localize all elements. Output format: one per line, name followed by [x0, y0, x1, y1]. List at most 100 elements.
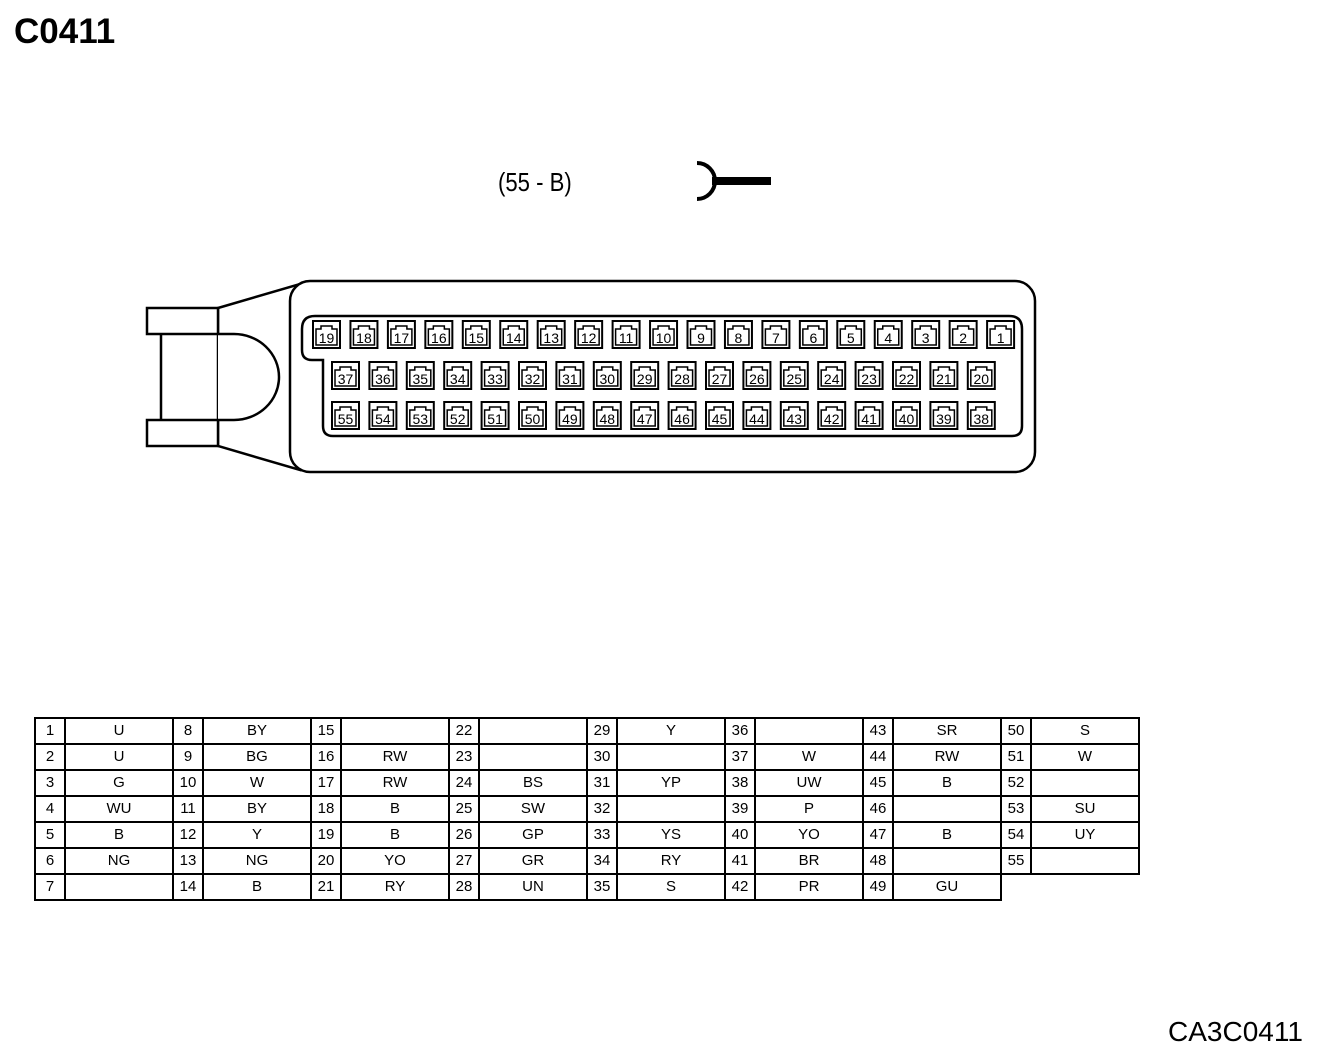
pin-number-cell: 47	[862, 821, 894, 849]
pin-number: 11	[619, 330, 634, 346]
pin-number-cell: 55	[1000, 847, 1032, 875]
wire-colour-cell: YP	[616, 769, 726, 797]
pin-number-cell: 33	[586, 821, 618, 849]
pin-number: 16	[431, 330, 447, 346]
wire-colour-cell: BS	[478, 769, 588, 797]
pin-number: 33	[487, 371, 503, 387]
connector-pin: 30	[592, 361, 622, 390]
wire-colour-cell: YO	[754, 821, 864, 849]
wire-colour-cell: SW	[478, 795, 588, 823]
wire-colour-cell	[754, 717, 864, 745]
pin-number-cell: 21	[310, 873, 342, 901]
connector-pin: 7	[761, 320, 791, 349]
connector-pin: 28	[667, 361, 697, 390]
pin-number-cell: 11	[172, 795, 204, 823]
connector-pin: 1	[986, 320, 1016, 349]
pin-number-cell: 51	[1000, 743, 1032, 771]
wire-colour-cell: B	[892, 821, 1002, 849]
wire-colour-cell: U	[64, 717, 174, 745]
pin-number: 31	[562, 371, 578, 387]
connector-pin: 24	[817, 361, 847, 390]
connector-pin: 8	[723, 320, 753, 349]
wire-colour-cell: RW	[892, 743, 1002, 771]
connector-pin: 2	[948, 320, 978, 349]
wire-colour-cell: BY	[202, 795, 312, 823]
connector-pin: 33	[480, 361, 510, 390]
pin-number: 4	[884, 330, 892, 346]
wire-colour-cell: Y	[616, 717, 726, 745]
pin-number-cell: 12	[172, 821, 204, 849]
pin-number: 2	[959, 330, 967, 346]
wire-colour-cell	[616, 795, 726, 823]
pin-number-cell: 43	[862, 717, 894, 745]
connector-pin: 3	[911, 320, 941, 349]
wire-colour-cell	[340, 717, 450, 745]
connector-pin: 23	[854, 361, 884, 390]
pin-number: 32	[525, 371, 541, 387]
wire-colour-cell: B	[892, 769, 1002, 797]
connector-pin: 9	[686, 320, 716, 349]
pin-number: 17	[394, 330, 410, 346]
pin-number: 26	[749, 371, 765, 387]
connector-pin: 38	[966, 401, 996, 430]
connector-pin: 31	[555, 361, 585, 390]
pin-number-cell: 38	[724, 769, 756, 797]
pin-number: 41	[861, 411, 877, 427]
pin-number: 9	[697, 330, 705, 346]
pin-number-cell: 1	[34, 717, 66, 745]
connector-pin: 39	[929, 401, 959, 430]
pin-number: 38	[974, 411, 990, 427]
pin-number: 54	[375, 411, 391, 427]
connector-pin: 16	[424, 320, 454, 349]
connector-pin: 52	[443, 401, 473, 430]
table-empty-cell	[1001, 874, 1031, 900]
connector-pin: 4	[873, 320, 903, 349]
pin-number-cell: 2	[34, 743, 66, 771]
wire-colour-cell: B	[340, 795, 450, 823]
pin-number: 55	[338, 411, 354, 427]
connector-pin: 21	[929, 361, 959, 390]
connector-pin: 10	[649, 320, 679, 349]
pin-number-cell: 10	[172, 769, 204, 797]
connector-pin: 49	[555, 401, 585, 430]
connector-pin: 18	[349, 320, 379, 349]
pin-number: 3	[922, 330, 930, 346]
wire-colour-cell: RW	[340, 743, 450, 771]
wire-colour-cell: UN	[478, 873, 588, 901]
pin-number-cell: 23	[448, 743, 480, 771]
pin-number: 50	[525, 411, 541, 427]
connector-pin: 6	[798, 320, 828, 349]
wire-colour-cell: W	[202, 769, 312, 797]
connector-pin: 11	[611, 320, 641, 349]
connector-pin: 53	[405, 401, 435, 430]
reference-code: CA3C0411	[1168, 1016, 1303, 1047]
pin-number-cell: 8	[172, 717, 204, 745]
wire-colour-cell: NG	[202, 847, 312, 875]
pin-number-cell: 30	[586, 743, 618, 771]
pin-number-cell: 37	[724, 743, 756, 771]
pin-number-cell: 13	[172, 847, 204, 875]
pin-number-cell: 16	[310, 743, 342, 771]
connector-pin: 12	[574, 320, 604, 349]
pin-number: 35	[413, 371, 429, 387]
pin-number-cell: 6	[34, 847, 66, 875]
pin-number: 36	[375, 371, 391, 387]
connector-pin: 34	[443, 361, 473, 390]
connector-pin: 51	[480, 401, 510, 430]
wire-colour-cell: B	[340, 821, 450, 849]
wire-colour-cell: GR	[478, 847, 588, 875]
connector-title: C0411	[14, 12, 116, 51]
pin-number: 20	[974, 371, 990, 387]
wire-colour-cell	[1030, 769, 1140, 797]
pin-number: 52	[450, 411, 466, 427]
pin-number-cell: 19	[310, 821, 342, 849]
pin-number: 18	[356, 330, 372, 346]
connector-pin: 19	[312, 320, 341, 349]
connector-pin: 47	[630, 401, 660, 430]
pin-number: 7	[772, 330, 780, 346]
pin-number-cell: 40	[724, 821, 756, 849]
